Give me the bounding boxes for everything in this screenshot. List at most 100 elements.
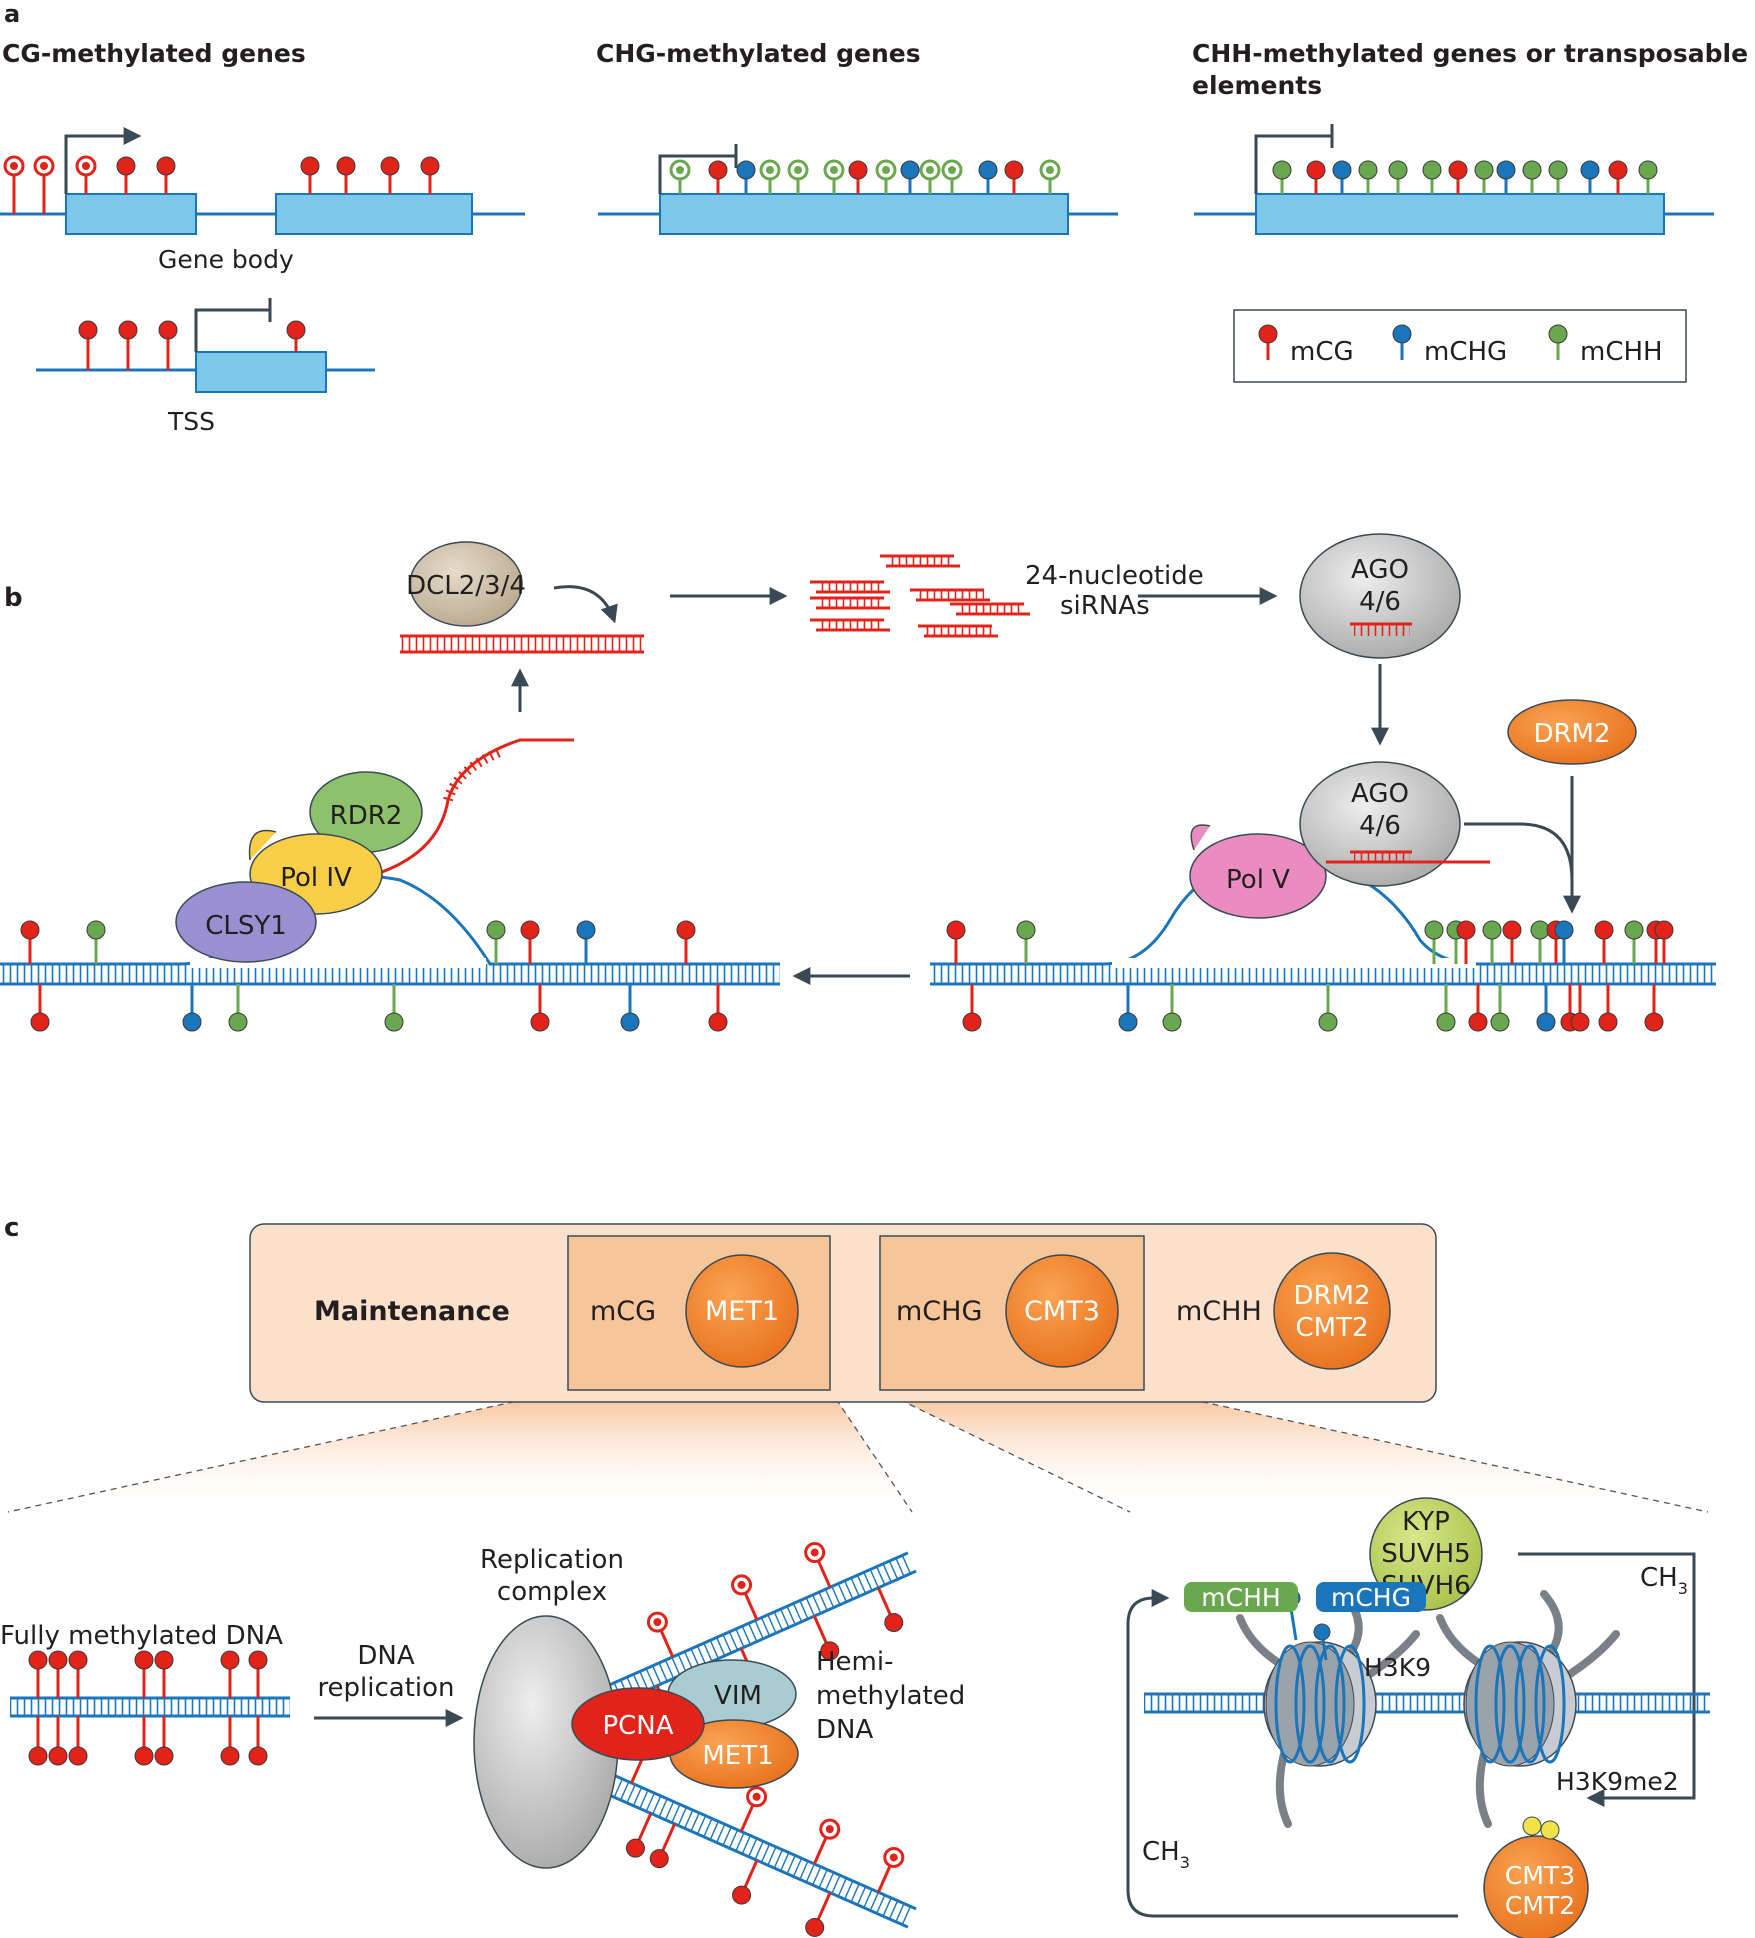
dna-rung bbox=[741, 1625, 752, 1645]
pin-dot bbox=[889, 1853, 898, 1862]
legend-mchh-pin bbox=[1548, 324, 1568, 344]
mcg-pin bbox=[805, 1917, 825, 1937]
cmt3-cmt2-enzyme bbox=[1483, 1835, 1589, 1938]
dna-rung bbox=[709, 1821, 720, 1840]
dna-rung bbox=[658, 1798, 668, 1818]
replication-complex-line2: complex bbox=[497, 1577, 607, 1607]
sirna-label-line2: siRNAs bbox=[1060, 591, 1150, 621]
methyl-pin bbox=[1272, 160, 1292, 180]
methyl-pin bbox=[676, 920, 696, 940]
tss-arrow bbox=[64, 127, 142, 194]
hemi-line1: Hemi- bbox=[816, 1647, 893, 1677]
chg-genes-title: CHG-methylated genes bbox=[596, 39, 921, 68]
methyl-pin bbox=[1482, 920, 1502, 940]
dna-rung bbox=[799, 1600, 809, 1620]
histone-tail bbox=[1566, 1630, 1620, 1678]
ago-protein-bound bbox=[1299, 761, 1461, 887]
dna-rung bbox=[658, 1662, 668, 1682]
hemi-line2: methylated bbox=[816, 1681, 965, 1711]
dna-rung bbox=[645, 1792, 655, 1812]
dna-rung bbox=[748, 1623, 758, 1642]
dna-rung bbox=[735, 1628, 745, 1648]
dna-rungs bbox=[1144, 1694, 1710, 1712]
methyl-pin bbox=[86, 920, 106, 940]
mchh-label: mCHH bbox=[1176, 1296, 1262, 1327]
panel-c: c Maintenance mCG MET1 mCHG CMT3 mCHH DR… bbox=[0, 1213, 1710, 1938]
ch3-right: CH3 bbox=[1640, 1563, 1688, 1598]
dna-rung bbox=[645, 1668, 655, 1688]
dna-rung bbox=[805, 1863, 816, 1883]
methyl-pin bbox=[1016, 920, 1036, 940]
mcg-pin bbox=[116, 156, 136, 176]
dna-rung bbox=[684, 1809, 694, 1829]
sirna-label-line1: 24-nucleotide bbox=[1025, 561, 1204, 591]
dna-rung bbox=[773, 1611, 784, 1631]
zoom-cone-mchg bbox=[880, 1390, 1708, 1512]
chromatin-dna bbox=[1144, 1692, 1710, 1714]
dna-rung bbox=[831, 1874, 841, 1894]
pin-dot bbox=[948, 166, 956, 174]
dna-rung bbox=[728, 1829, 739, 1849]
dna-methylation-arrow bbox=[1126, 1589, 1458, 1918]
histone-core-side bbox=[1265, 1641, 1355, 1767]
chh-genes-title-line2: elements bbox=[1192, 71, 1322, 100]
dna-rung bbox=[837, 1877, 848, 1897]
exon-box bbox=[195, 351, 327, 393]
methyl-pin bbox=[1306, 160, 1326, 180]
legend-mchh: mCHH bbox=[1580, 337, 1663, 367]
cmt2-c-label: CMT2 bbox=[1295, 1313, 1368, 1343]
met1-enzyme bbox=[685, 1254, 799, 1368]
dna-rung bbox=[895, 1903, 905, 1923]
gene-body-label: Gene body bbox=[158, 245, 294, 274]
dna-rung bbox=[703, 1818, 713, 1838]
dna-rung bbox=[760, 1843, 771, 1863]
maintenance-label: Maintenance bbox=[314, 1296, 510, 1327]
legend-mchg-pin bbox=[1392, 324, 1412, 344]
dcl-cleave-arrow bbox=[553, 585, 618, 624]
sirna-duplex bbox=[810, 596, 890, 610]
dna-rung bbox=[882, 1563, 892, 1583]
methyl-pin bbox=[1162, 1012, 1182, 1032]
cmt3-enzyme bbox=[1005, 1254, 1119, 1368]
methyl-pin bbox=[1608, 160, 1628, 180]
dna-rung bbox=[780, 1852, 790, 1872]
dna-rung bbox=[876, 1894, 886, 1914]
met1-fork-label: MET1 bbox=[702, 1741, 773, 1771]
pin-dot bbox=[1046, 166, 1054, 174]
dna-rung bbox=[677, 1654, 687, 1674]
histone-tail bbox=[1275, 1750, 1292, 1828]
exon-box bbox=[65, 193, 197, 235]
rna-rungs bbox=[1354, 852, 1410, 862]
dna-rung bbox=[716, 1637, 726, 1657]
rna-rungs bbox=[958, 604, 1024, 614]
dna-rung bbox=[639, 1671, 649, 1691]
dna-rung bbox=[869, 1891, 880, 1911]
mcg-pin bbox=[134, 1650, 154, 1670]
pin-dot bbox=[810, 1548, 819, 1557]
methyl-pin bbox=[1388, 160, 1408, 180]
panel-c-letter: c bbox=[4, 1213, 19, 1243]
methyl-pin bbox=[736, 160, 756, 180]
mchh-tag bbox=[1184, 1582, 1298, 1612]
dna-rung bbox=[869, 1569, 880, 1589]
chh-genes-title-line1: CHH-methylated genes or transposable bbox=[1192, 39, 1748, 68]
mcg-pin bbox=[48, 1746, 68, 1766]
wrapped-dna bbox=[1334, 1644, 1366, 1764]
drm2-c-label: DRM2 bbox=[1293, 1281, 1370, 1311]
pol5-knob bbox=[1190, 824, 1211, 851]
mcg-pins-tss bbox=[78, 320, 306, 370]
methyl-pin bbox=[576, 920, 596, 940]
dna-rung bbox=[709, 1640, 720, 1659]
mcg-label: mCG bbox=[590, 1296, 656, 1327]
mcg-pin bbox=[625, 1838, 645, 1858]
dna-rung bbox=[792, 1603, 803, 1623]
histone-tail bbox=[1475, 1750, 1492, 1828]
chh-pins bbox=[1272, 160, 1658, 194]
dna-rungs bbox=[930, 964, 1716, 984]
pin-dot bbox=[882, 166, 890, 174]
methyl-pin bbox=[384, 1012, 404, 1032]
ch3-left-sub: 3 bbox=[1180, 1853, 1190, 1872]
right-dna-duplex bbox=[930, 857, 1716, 986]
methyl-pin bbox=[530, 1012, 550, 1032]
dna-rung bbox=[664, 1801, 675, 1821]
